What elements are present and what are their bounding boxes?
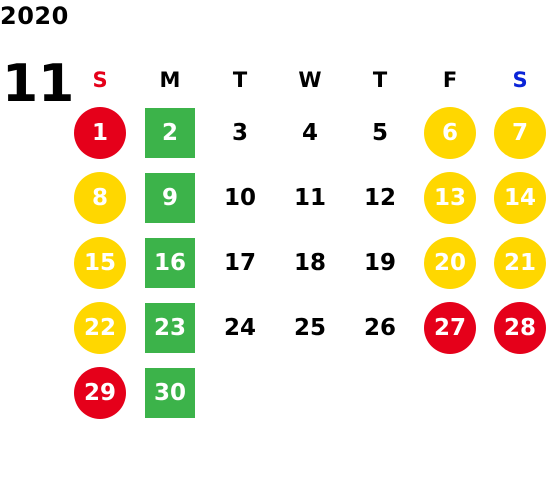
day-number[interactable]: 22 [74, 301, 126, 354]
day-cell: 30 [135, 360, 205, 425]
day-number[interactable]: 1 [74, 106, 126, 159]
weekday-header-monday: M [159, 68, 181, 92]
day-cell: 6 [415, 100, 485, 165]
day-cell: 2 [135, 100, 205, 165]
day-number[interactable]: 8 [74, 171, 126, 224]
day-cell: 19 [345, 230, 415, 295]
day-number[interactable]: 23 [145, 302, 195, 353]
day-number[interactable]: 11 [293, 184, 326, 211]
day-number[interactable]: 5 [371, 119, 388, 146]
day-number[interactable]: 28 [494, 301, 546, 354]
day-cell: 17 [205, 230, 275, 295]
day-cell: 1 [65, 100, 135, 165]
day-cell: 26 [345, 295, 415, 360]
day-number[interactable]: 21 [494, 236, 546, 289]
day-cell: 5 [345, 100, 415, 165]
day-cell: 11 [275, 165, 345, 230]
day-cell: 20 [415, 230, 485, 295]
weekday-header-tuesday: T [232, 68, 248, 92]
day-number[interactable]: 13 [424, 171, 476, 224]
weekday-header-thursday: T [372, 68, 388, 92]
day-cell: 15 [65, 230, 135, 295]
calendar-month: 11 [2, 54, 75, 114]
day-number[interactable]: 18 [293, 249, 326, 276]
day-number[interactable]: 2 [145, 107, 195, 158]
day-number[interactable]: 27 [424, 301, 476, 354]
day-cell: 24 [205, 295, 275, 360]
day-cell: 27 [415, 295, 485, 360]
day-cell: 14 [485, 165, 548, 230]
day-number[interactable]: 3 [231, 119, 248, 146]
day-number[interactable]: 17 [223, 249, 256, 276]
day-cell: 3 [205, 100, 275, 165]
weekday-header-friday: F [442, 68, 458, 92]
day-cell: 7 [485, 100, 548, 165]
day-number[interactable]: 20 [424, 236, 476, 289]
day-cell: 12 [345, 165, 415, 230]
day-cell: 13 [415, 165, 485, 230]
day-number[interactable]: 15 [74, 236, 126, 289]
day-number[interactable]: 7 [494, 106, 546, 159]
day-number[interactable]: 6 [424, 106, 476, 159]
day-number[interactable]: 14 [494, 171, 546, 224]
day-cell: 23 [135, 295, 205, 360]
day-number[interactable]: 9 [145, 172, 195, 223]
calendar-year: 2020 [0, 2, 69, 30]
day-cell: 4 [275, 100, 345, 165]
day-number[interactable]: 25 [293, 314, 326, 341]
day-number[interactable]: 4 [301, 119, 318, 146]
day-number[interactable]: 29 [74, 366, 126, 419]
day-cell: 18 [275, 230, 345, 295]
day-cell: 29 [65, 360, 135, 425]
day-number[interactable]: 12 [363, 184, 396, 211]
day-number[interactable]: 24 [223, 314, 256, 341]
day-number[interactable]: 30 [145, 367, 195, 418]
weekday-header-saturday: S [512, 68, 528, 92]
day-number[interactable]: 16 [145, 237, 195, 288]
day-number[interactable]: 26 [363, 314, 396, 341]
day-cell: 8 [65, 165, 135, 230]
day-cell: 25 [275, 295, 345, 360]
day-cell: 9 [135, 165, 205, 230]
day-cell: 28 [485, 295, 548, 360]
day-cell: 10 [205, 165, 275, 230]
day-number[interactable]: 19 [363, 249, 396, 276]
day-cell: 22 [65, 295, 135, 360]
weekday-header-wednesday: W [298, 68, 322, 92]
day-cell: 16 [135, 230, 205, 295]
weekday-header-sunday: S [92, 68, 108, 92]
day-number[interactable]: 10 [223, 184, 256, 211]
day-cell: 21 [485, 230, 548, 295]
